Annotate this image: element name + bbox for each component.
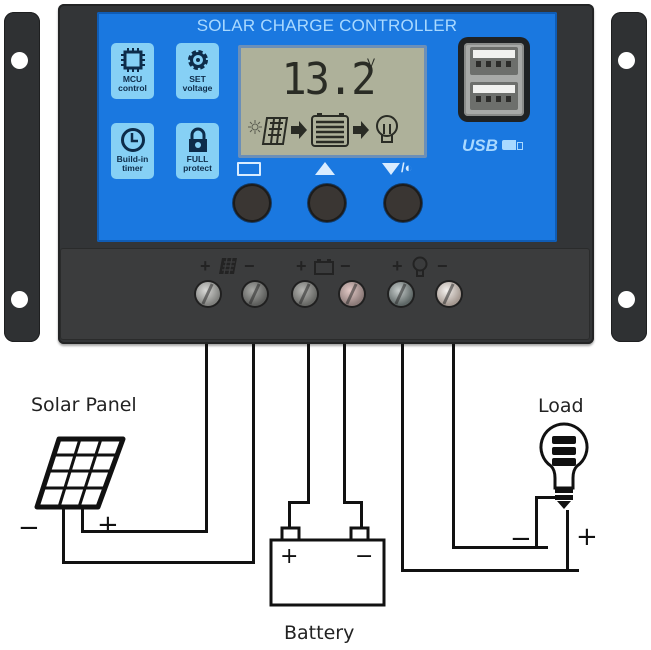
mounting-hole [618, 291, 635, 308]
feature-line1: Build-in [116, 154, 149, 164]
battery-plus-wire [288, 501, 291, 529]
load-minus-wire [452, 344, 455, 549]
solar-plus-wire [81, 530, 208, 533]
solar-plus-sign: + [97, 510, 119, 540]
load-minus-label: − [437, 256, 448, 276]
usb-ports[interactable] [458, 37, 530, 122]
load-plus-wire [566, 510, 569, 572]
load-minus-wire [535, 496, 538, 549]
solar-minus-wire [62, 507, 65, 564]
bulb-icon [539, 422, 589, 509]
feature-full-protect: FULL protect [176, 123, 219, 179]
load-plus-wire [401, 344, 404, 572]
solar-plus-label: + [200, 256, 211, 276]
solar-minus-screw[interactable] [243, 282, 267, 306]
battery-minus-sign: − [355, 544, 374, 569]
solar-panel-icon [219, 257, 237, 275]
solar-plus-screw[interactable] [196, 282, 220, 306]
bulb-icon [376, 115, 398, 143]
down-triangle-icon [382, 163, 400, 175]
voltage-unit: V [367, 56, 376, 70]
feature-line1: SET [189, 74, 206, 84]
arrow-right-icon [353, 121, 369, 139]
clock-icon [120, 128, 145, 152]
battery-plus-label: + [296, 256, 307, 276]
battery-minus-wire [343, 501, 363, 504]
battery-label: Battery [284, 622, 355, 644]
up-button[interactable] [308, 184, 346, 222]
battery-icon [311, 113, 349, 147]
down-button[interactable] [384, 184, 422, 222]
usb-port-top[interactable] [470, 47, 518, 75]
feature-line2: control [118, 83, 147, 93]
energy-flow-graphic [248, 113, 398, 147]
chip-icon [120, 48, 145, 72]
solar-panel-icon [34, 436, 126, 510]
load-plus-sign: + [576, 522, 598, 552]
bulb-icon [412, 256, 428, 277]
usb-plug-tip-icon [517, 142, 523, 150]
load-plus-screw[interactable] [389, 282, 413, 306]
usb-port-bottom[interactable] [470, 82, 518, 110]
feature-line2: protect [183, 163, 212, 173]
feature-set-voltage: SET voltage [176, 43, 219, 99]
front-panel: SOLAR CHARGE CONTROLLER MCU control SET … [97, 12, 557, 242]
load-label: Load [538, 395, 584, 417]
up-triangle-icon [315, 162, 335, 175]
solar-minus-wire [252, 344, 255, 564]
load-minus-sign: − [510, 524, 532, 554]
battery-plus-screw[interactable] [293, 282, 317, 306]
load-plus-label: + [392, 256, 403, 276]
mounting-hole [11, 52, 28, 69]
load-minus-wire [535, 496, 559, 499]
menu-button[interactable] [233, 184, 271, 222]
sun-icon [248, 120, 262, 134]
battery-plus-wire [288, 501, 310, 504]
slash-bulb-icon: /◐ [401, 160, 413, 175]
solar-minus-label: − [244, 256, 255, 276]
load-plus-wire [401, 569, 579, 572]
lock-icon [188, 127, 207, 152]
solar-minus-wire [62, 561, 255, 564]
battery-minus-label: − [340, 256, 351, 276]
lcd-display: 13.2 V [238, 45, 427, 158]
arrow-right-icon [291, 121, 307, 139]
battery-minus-wire [360, 501, 363, 529]
solar-plus-wire [205, 344, 208, 532]
battery-minus-wire [343, 344, 346, 504]
battery-plus-wire [307, 344, 310, 504]
gear-icon [187, 50, 208, 70]
voltage-reading: 13.2 [281, 54, 376, 105]
terminal-block [60, 248, 590, 340]
mounting-hole [618, 52, 635, 69]
menu-battery-icon [237, 162, 261, 176]
usb-plug-icon [502, 140, 516, 150]
feature-line2: voltage [182, 83, 213, 93]
feature-build-in-timer: Build-in timer [111, 123, 154, 179]
solar-panel-icon [261, 117, 289, 145]
battery-icon [314, 259, 334, 275]
load-minus-screw[interactable] [437, 282, 461, 306]
feature-line2: timer [122, 163, 143, 173]
mounting-hole [11, 291, 28, 308]
feature-mcu-control: MCU control [111, 43, 154, 99]
battery-icon [269, 526, 386, 607]
load-minus-wire [452, 546, 548, 549]
usb-port-icon [464, 43, 524, 116]
feature-line1: FULL [186, 154, 209, 164]
feature-line1: MCU [122, 74, 143, 84]
battery-plus-sign: + [280, 544, 299, 569]
battery-minus-screw[interactable] [340, 282, 364, 306]
solar-plus-wire [81, 507, 84, 533]
solar-minus-sign: − [18, 513, 40, 543]
usb-label: USB [462, 136, 498, 155]
solar-panel-label: Solar Panel [31, 394, 137, 416]
device-title: SOLAR CHARGE CONTROLLER [196, 16, 458, 35]
